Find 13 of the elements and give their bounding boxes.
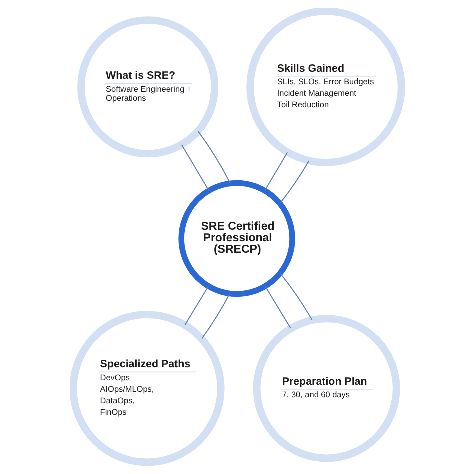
- connector: [264, 152, 288, 192]
- node-circle: Skills Gained SLIs, SLOs, Error Budgets Incident Management Toil Reduction: [246, 8, 404, 166]
- connector: [180, 144, 210, 192]
- connector: [279, 160, 310, 204]
- node-circle: Preparation Plan 7, 30, and 60 days: [252, 315, 400, 462]
- connector: [279, 273, 312, 321]
- connector: [201, 293, 230, 340]
- node-circle: Specialized Paths DevOps AIOps/MLOps, DataOps, FinOps: [70, 311, 224, 466]
- connector: [264, 286, 291, 329]
- connector: [184, 286, 209, 326]
- node-circle: What is SRE? Software Engineering + Operations: [77, 16, 218, 158]
- connector: [197, 131, 230, 184]
- node-circle: SRE Certified Professional (SRECP): [178, 180, 295, 298]
